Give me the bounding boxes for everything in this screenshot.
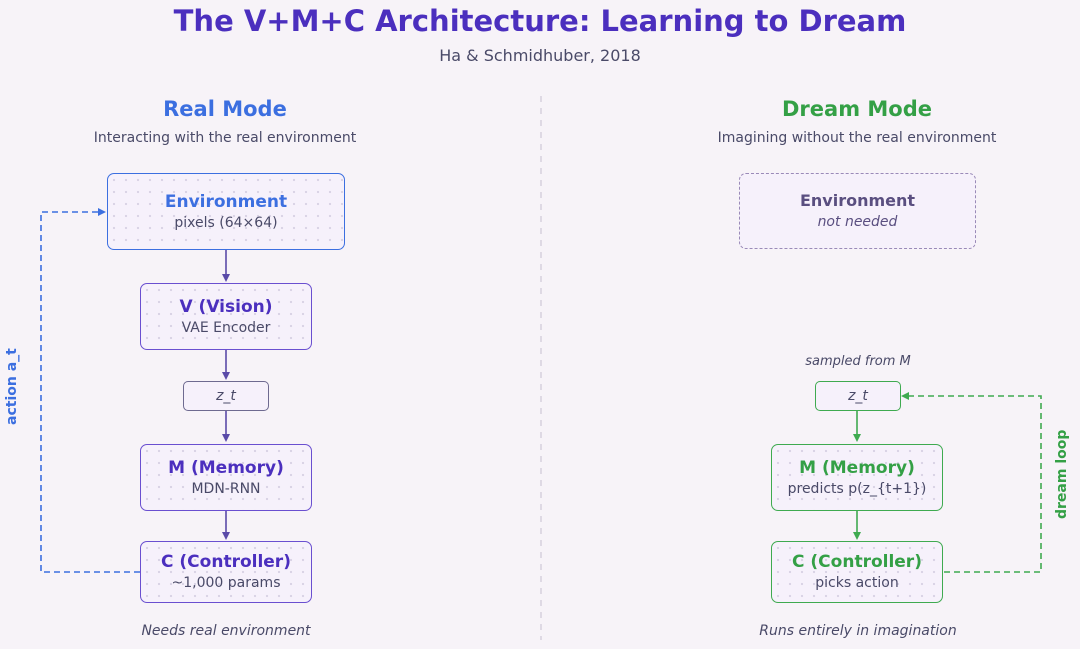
real-mode-footer: Needs real environment [141,623,311,639]
dream-mode-title: Dream Mode [782,97,932,121]
real-controller-sub: ~1,000 params [171,575,281,591]
real-environment-box: Environment pixels (64×64) [107,173,345,250]
action-loop-label: action a_t [4,348,20,425]
dream-latent-note: sampled from M [805,354,911,369]
dream-loop-label: dream loop [1054,429,1070,519]
dream-environment-sub: not needed [817,214,898,230]
dream-mode-footer: Runs entirely in imagination [759,623,957,639]
vision-title: V (Vision) [179,296,273,317]
dream-controller-sub: picks action [815,575,899,591]
real-memory-box: M (Memory) MDN-RNN [140,444,312,511]
dream-memory-sub: predicts p(z_{t+1}) [787,480,927,497]
dream-loop-arrow [901,392,1042,573]
dream-memory-title: M (Memory) [799,457,915,478]
dream-environment-box: Environment not needed [739,173,976,249]
dream-latent-box: z_t [815,381,901,411]
real-mode-title: Real Mode [163,97,287,121]
real-latent-label: z_t [216,388,236,404]
real-controller-box: C (Controller) ~1,000 params [140,541,312,603]
vision-box: V (Vision) VAE Encoder [140,283,312,350]
action-loop-arrow [40,208,140,573]
page-subtitle: Ha & Schmidhuber, 2018 [439,46,641,65]
dream-controller-box: C (Controller) picks action [771,541,943,603]
real-memory-sub: MDN-RNN [191,480,261,497]
real-environment-sub: pixels (64×64) [174,214,278,231]
dream-controller-title: C (Controller) [792,552,922,572]
dream-memory-box: M (Memory) predicts p(z_{t+1}) [771,444,943,511]
real-latent-box: z_t [183,381,269,411]
real-environment-title: Environment [164,191,288,212]
dream-latent-label: z_t [848,388,868,404]
dream-mode-subtitle: Imagining without the real environment [717,130,997,146]
page-title: The V+M+C Architecture: Learning to Drea… [173,4,907,38]
vision-sub: VAE Encoder [181,319,271,336]
dream-environment-title: Environment [799,191,916,210]
real-controller-title: C (Controller) [161,552,291,572]
real-memory-title: M (Memory) [168,457,284,478]
real-mode-subtitle: Interacting with the real environment [93,130,357,146]
